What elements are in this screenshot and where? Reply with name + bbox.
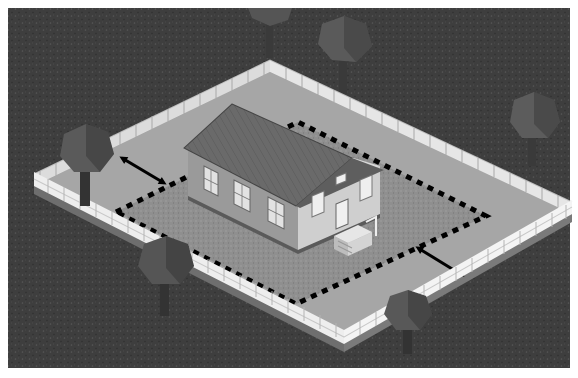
house-door <box>336 199 348 229</box>
